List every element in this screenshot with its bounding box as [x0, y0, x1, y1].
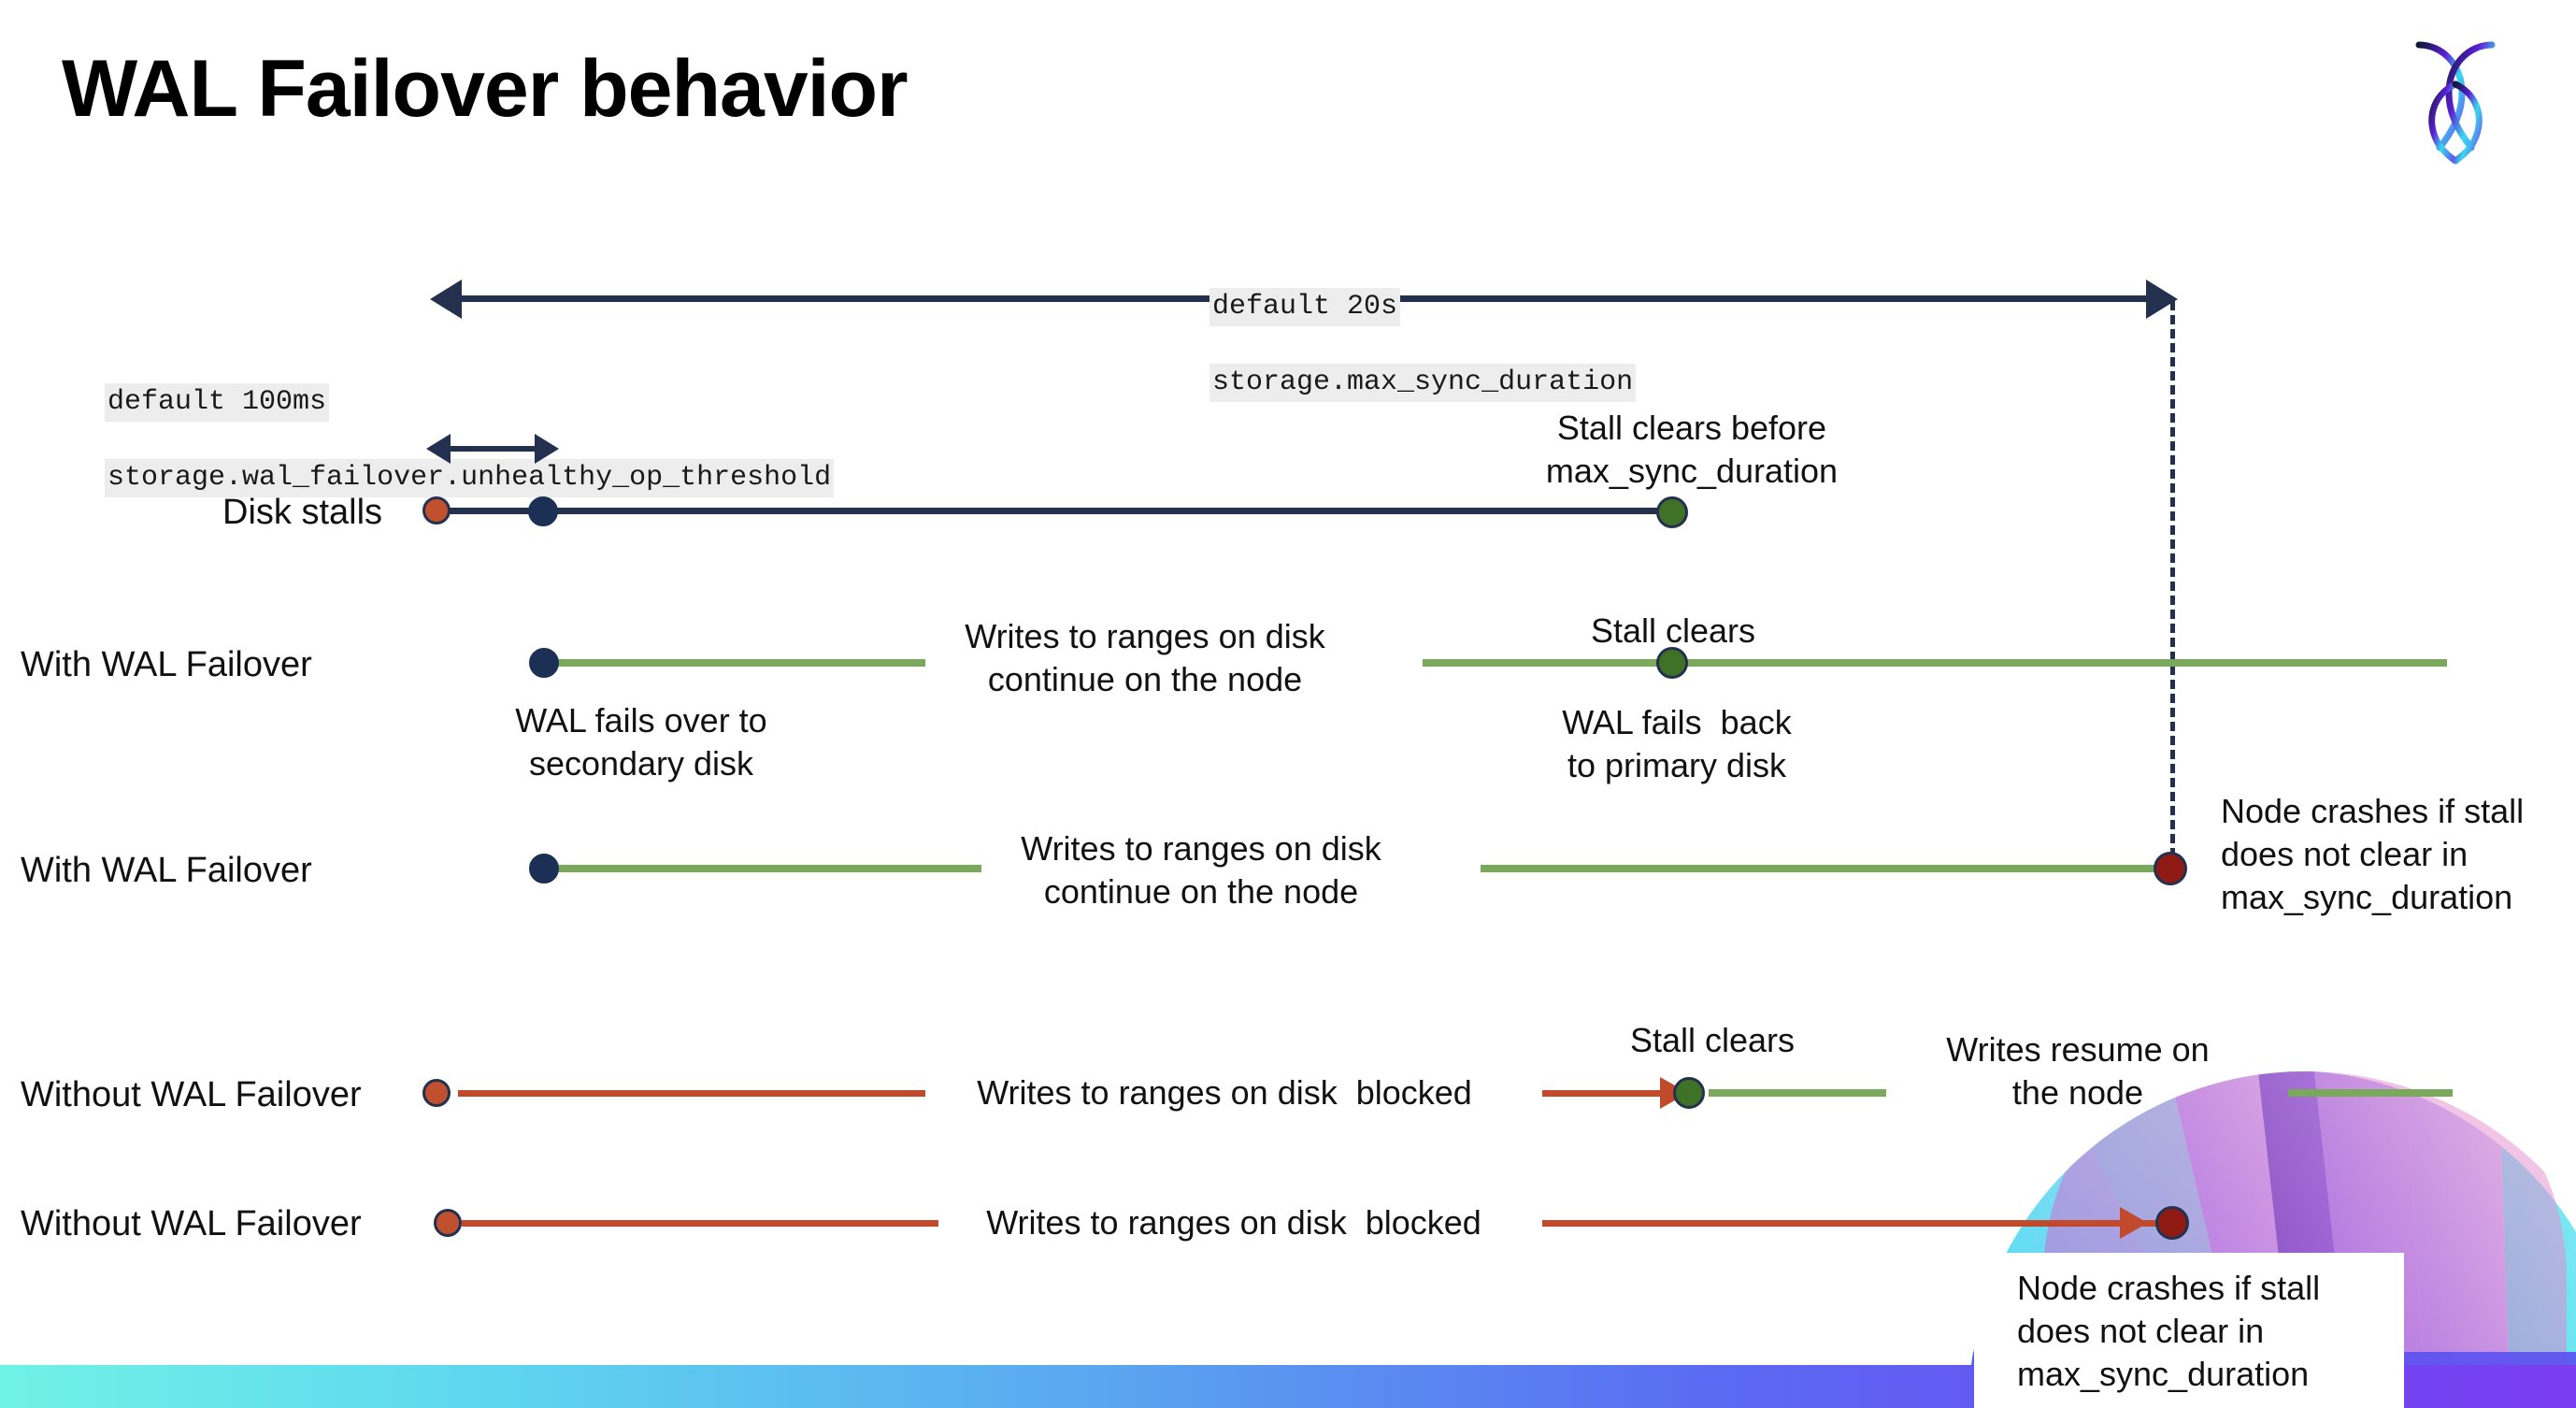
note-writes-continue-2: Writes to ranges on disk continue on the… [1021, 829, 1381, 912]
note-writes-blocked-2: Writes to ranges on disk blocked [986, 1203, 1481, 1242]
row-label-with-wal-failover-2: With WAL Failover [21, 851, 312, 890]
note-wal-fails-back: WAL fails back to primary disk [1562, 703, 1792, 785]
note-wal-fails-over: WAL fails over to secondary disk [515, 701, 767, 783]
with-wal-2-crash-dot [2154, 852, 2187, 885]
note-writes-continue-1: Writes to ranges on disk continue on the… [965, 617, 1325, 699]
row-label-with-wal-failover-1: With WAL Failover [21, 645, 312, 684]
without-wal-2-arrowhead [2120, 1207, 2148, 1239]
cockroachdb-logo-icon [2404, 28, 2507, 168]
row-label-without-wal-failover-2: Without WAL Failover [21, 1204, 362, 1243]
note-stall-clears-1: Stall clears [1590, 611, 1756, 650]
note-node-crashes-2: Node crashes if stall does not clear in … [2017, 1269, 2321, 1394]
unhealthy-setting-name: storage.wal_failover.unhealthy_op_thresh… [105, 458, 835, 498]
note-node-crashes-1: Node crashes if stall does not clear in … [2221, 792, 2525, 917]
with-wal-2-segment-left [551, 865, 981, 872]
max-sync-span-left-arrowhead [430, 280, 462, 319]
note-writes-blocked-1: Writes to ranges on disk blocked [977, 1073, 1472, 1112]
with-wal-1-stall-clear-dot [1656, 647, 1688, 679]
with-wal-1-failover-dot [529, 648, 559, 678]
disk-stalls-clear-dot [1656, 496, 1688, 528]
page-title: WAL Failover behavior [62, 44, 909, 134]
with-wal-2-failover-dot [529, 854, 559, 884]
without-wal-1-blocked-segment-left [458, 1090, 925, 1097]
unhealthy-threshold-right-arrowhead [535, 434, 559, 464]
with-wal-2-segment-right [1481, 865, 2172, 872]
without-wal-1-blocked-segment-right [1542, 1090, 1666, 1097]
max-sync-setting-name: storage.max_sync_duration [1209, 363, 1637, 403]
without-wal-2-crash-dot [2155, 1206, 2189, 1240]
max-sync-duration-annotation: default 20s storage.max_sync_duration [1142, 251, 1637, 439]
unhealthy-default-value: default 100ms [105, 382, 330, 423]
with-wal-1-segment-right [1423, 659, 2447, 667]
note-writes-resume: Writes resume on the node [1946, 1030, 2210, 1113]
without-wal-1-resume-segment [1709, 1089, 1886, 1097]
max-sync-duration-dashed-guide [2170, 301, 2175, 871]
without-wal-1-stall-clear-dot [1673, 1077, 1705, 1109]
with-wal-1-segment-left [551, 659, 925, 667]
without-wal-2-blocked-segment-left [462, 1220, 938, 1227]
disk-stalls-start-dot [422, 496, 451, 524]
row-label-without-wal-failover-1: Without WAL Failover [21, 1075, 362, 1114]
unhealthy-threshold-left-arrowhead [426, 434, 451, 464]
unhealthy-op-threshold-annotation: default 100ms storage.wal_failover.unhea… [37, 346, 835, 535]
without-wal-1-resume-segment-far [2288, 1089, 2453, 1097]
without-wal-2-start-dot [434, 1209, 462, 1237]
without-wal-2-blocked-segment-right [1542, 1220, 2161, 1227]
note-stall-clears-before-max: Stall clears before max_sync_duration [1545, 409, 1839, 491]
disk-stalls-timeline [437, 508, 1671, 514]
note-card-backdrop [1974, 1253, 2404, 1408]
max-sync-default-value: default 20s [1209, 287, 1401, 327]
unhealthy-threshold-span-line [451, 446, 535, 452]
without-wal-1-start-dot [422, 1079, 451, 1107]
note-stall-clears-2: Stall clears [1629, 1021, 1796, 1059]
row-label-disk-stalls: Disk stalls [222, 493, 383, 532]
disk-stalls-failover-dot [528, 496, 558, 526]
